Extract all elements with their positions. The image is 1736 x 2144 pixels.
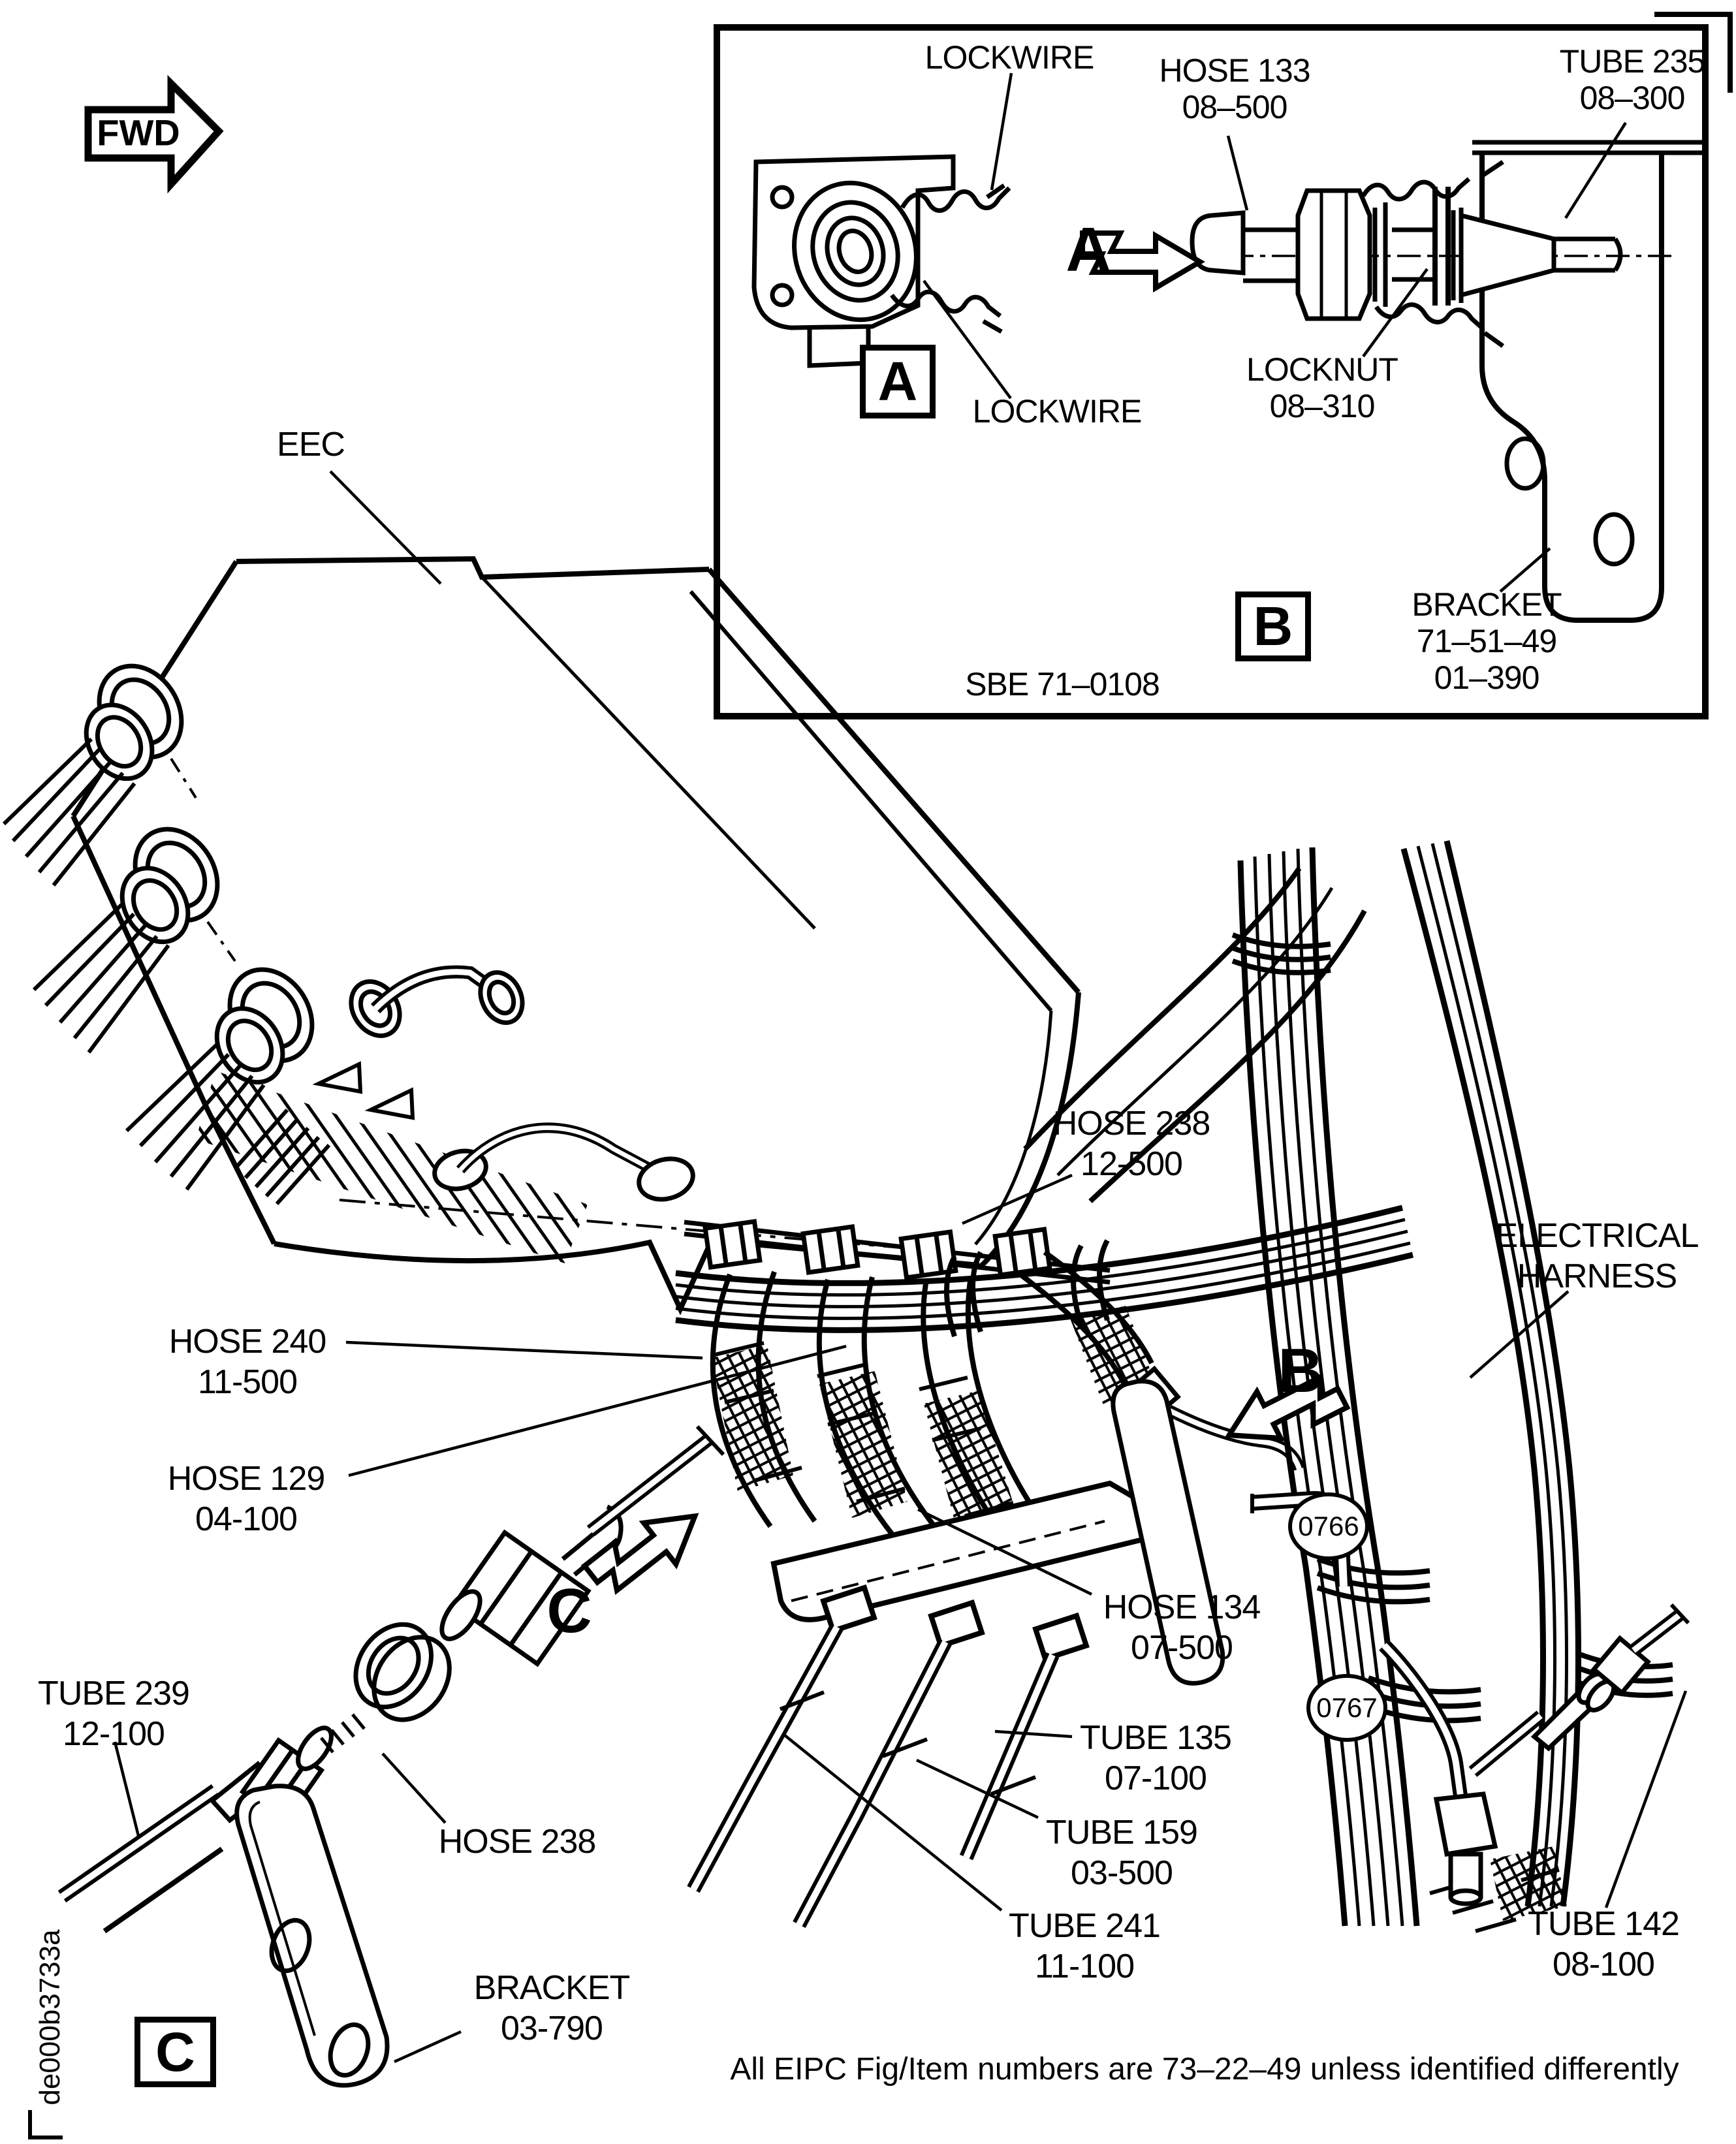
footnote: All EIPC Fig/Item numbers are 73–22–49 u… <box>730 2052 1679 2087</box>
label-line: ELECTRICAL <box>1495 1217 1699 1255</box>
mount-hatch-area <box>196 1071 588 1263</box>
inset-detail-a-drawing <box>751 154 1011 368</box>
horizontal-hose-band <box>675 866 1414 1338</box>
label-lockwire-bottom: LOCKWIRE <box>972 393 1143 430</box>
braid-patch <box>712 1345 793 1492</box>
label-line: BRACKET <box>473 1969 631 2007</box>
label-line: 03-790 <box>501 2010 603 2047</box>
detail-c-drawing <box>57 1425 725 2088</box>
label-hose-129: HOSE 129 04-100 <box>167 1458 326 1539</box>
label-hose-238-upper: HOSE 238 12-500 <box>1052 1103 1211 1184</box>
detail-marker-c: C <box>134 2017 216 2087</box>
inset-reference: SBE 71–0108 <box>965 666 1160 702</box>
label-line: 11-500 <box>197 1363 298 1401</box>
view-arrow-c-letter: C <box>546 1576 592 1646</box>
label-line: 12-500 <box>1081 1145 1183 1183</box>
label-tube-135: TUBE 135 07-100 <box>1080 1718 1232 1799</box>
label-tube-159: TUBE 159 03-500 <box>1046 1812 1198 1893</box>
corner-mark <box>1654 12 1733 93</box>
label-line: TUBE 135 <box>1080 1719 1232 1757</box>
label-hose-240: HOSE 240 11-500 <box>168 1321 327 1402</box>
label-line: TUBE 235 <box>1559 43 1706 80</box>
label-line: TUBE 159 <box>1046 1814 1198 1852</box>
lockwire-bottom-drawing <box>890 289 1003 334</box>
label-line: 03-500 <box>1071 1854 1173 1892</box>
eec-connectors-drawing <box>2 663 695 1205</box>
label-eec: EEC <box>277 426 345 464</box>
label-line: 12-100 <box>63 1715 165 1753</box>
label-tube-239: TUBE 239 12-100 <box>38 1673 190 1754</box>
callout-0767: 0767 <box>1306 1674 1387 1742</box>
label-electrical-harness: ELECTRICAL HARNESS <box>1496 1216 1699 1297</box>
view-arrow-a-letter: A <box>1065 215 1111 285</box>
label-tube-241: TUBE 241 11-100 <box>1009 1906 1161 1987</box>
label-bracket-c: BRACKET 03-790 <box>473 1968 631 2049</box>
label-line: TUBE 239 <box>38 1675 190 1712</box>
label-hose-133: HOSE 133 08–500 <box>1159 52 1310 125</box>
view-arrow-b-letter: B <box>1278 1336 1323 1406</box>
label-tube-142: TUBE 142 08-100 <box>1528 1904 1680 1985</box>
braid-patch <box>1490 1846 1567 1921</box>
leader-lines <box>113 72 1688 2064</box>
label-bracket-inset: BRACKET 71–51–49 01–390 <box>1412 586 1562 696</box>
hose-rail-drawing <box>684 1219 1111 1285</box>
label-line: 04-100 <box>195 1500 298 1538</box>
label-locknut: LOCKNUT 08–310 <box>1246 351 1398 424</box>
inset-hose-assembly-drawing <box>1188 140 1705 623</box>
wire-bundles <box>2 737 331 1205</box>
lower-tubes-drawing <box>687 1623 1060 1929</box>
tube-fitting-0767 <box>1379 1603 1690 1906</box>
label-line: 11-100 <box>1034 1947 1135 1985</box>
lockwire-top-drawing <box>900 183 1011 213</box>
label-line: TUBE 241 <box>1009 1907 1161 1945</box>
label-hose-134: HOSE 134 07-500 <box>1103 1587 1261 1668</box>
label-line: 07-100 <box>1105 1759 1207 1797</box>
label-line: HOSE 133 <box>1159 52 1310 89</box>
label-tube-235: TUBE 235 08–300 <box>1559 43 1706 116</box>
label-line: 08–300 <box>1579 80 1686 116</box>
label-line: BRACKET <box>1412 586 1562 623</box>
callout-0766: 0766 <box>1288 1492 1369 1560</box>
label-hose-238-lower: HOSE 238 <box>438 1823 597 1861</box>
label-line: LOCKNUT <box>1246 351 1398 388</box>
detail-marker-a: A <box>860 345 936 418</box>
figure-code: de000b3733a <box>34 1929 66 2105</box>
fwd-arrow-icon <box>84 74 224 194</box>
fwd-label: FWD <box>97 112 180 153</box>
label-line: HARNESS <box>1517 1257 1677 1295</box>
label-line: TUBE 142 <box>1528 1905 1680 1943</box>
label-line: HOSE 238 <box>1052 1105 1211 1143</box>
label-line: 08–310 <box>1269 388 1376 424</box>
braid-patch <box>924 1391 1018 1541</box>
label-line: 07-500 <box>1131 1629 1233 1667</box>
label-line: HOSE 129 <box>167 1460 326 1498</box>
label-line: 08–500 <box>1182 89 1288 125</box>
braid-patch <box>819 1371 907 1518</box>
eec-unit-drawing <box>71 556 1081 1316</box>
label-line: HOSE 134 <box>1103 1588 1261 1626</box>
label-line: 01–390 <box>1434 659 1540 696</box>
inset-detail-box <box>714 12 1733 719</box>
view-arrow-c-icon <box>584 1494 711 1609</box>
detail-marker-b: B <box>1235 591 1311 661</box>
label-line: 71–51–49 <box>1416 623 1557 659</box>
figure-code-bracket <box>28 2110 63 2139</box>
label-lockwire-top: LOCKWIRE <box>924 39 1095 76</box>
label-line: 08-100 <box>1553 1946 1655 1983</box>
label-line: HOSE 240 <box>168 1323 327 1361</box>
